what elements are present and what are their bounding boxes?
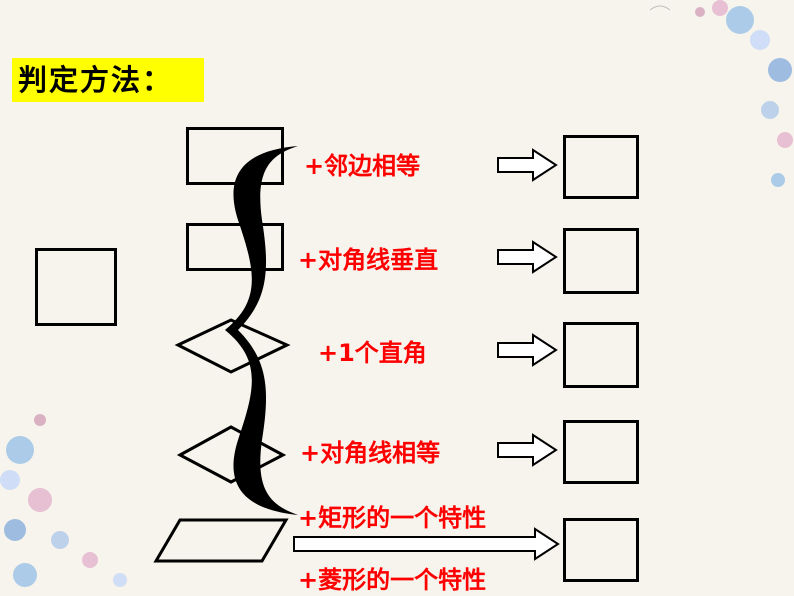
arrow-1 bbox=[497, 148, 558, 182]
condition-one-right-angle: +1个直角 bbox=[318, 339, 427, 367]
arrow-4 bbox=[497, 433, 558, 467]
condition-adjacent-sides-equal: +邻边相等 bbox=[304, 152, 421, 180]
result-square-4 bbox=[563, 420, 639, 484]
source-square bbox=[35, 248, 117, 326]
arrow-2 bbox=[497, 240, 558, 274]
page-title: 判定方法： bbox=[12, 58, 204, 102]
condition-rhombus-property: +菱形的一个特性 bbox=[298, 566, 487, 594]
rectangle-shape-2 bbox=[186, 223, 284, 271]
result-square-1 bbox=[563, 135, 639, 199]
condition-diagonals-perpendicular: +对角线垂直 bbox=[298, 246, 439, 274]
result-square-3 bbox=[563, 322, 639, 388]
condition-diagonals-equal: +对角线相等 bbox=[300, 439, 441, 467]
parallelogram-shape bbox=[153, 518, 289, 563]
arrow-3 bbox=[497, 333, 558, 367]
rhombus-shape-1 bbox=[174, 318, 291, 374]
rhombus-shape-2 bbox=[176, 425, 287, 484]
large-brace bbox=[225, 146, 298, 515]
result-square-5 bbox=[563, 518, 639, 582]
arrow-5 bbox=[293, 527, 560, 561]
result-square-2 bbox=[563, 228, 639, 294]
condition-rectangle-property: +矩形的一个特性 bbox=[298, 504, 487, 532]
